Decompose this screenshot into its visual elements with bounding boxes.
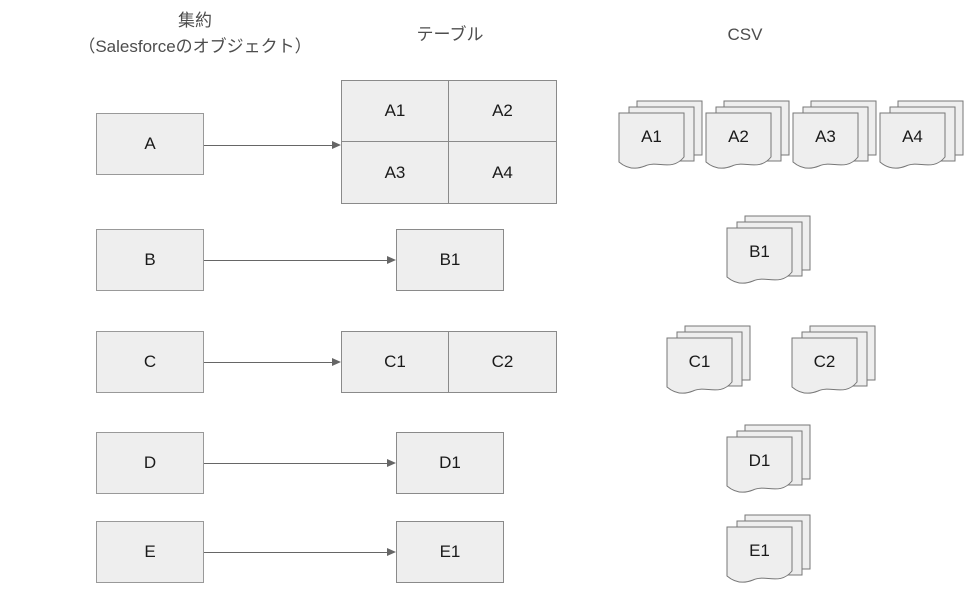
object-box-b-label: B (144, 250, 156, 269)
arrow-e-head (387, 547, 396, 556)
table-e-cell-e1: E1 (397, 522, 503, 582)
column-header-aggregate-line1: 集約 (178, 11, 212, 30)
arrow-c-head (332, 357, 341, 366)
table-b: B1 (396, 229, 504, 291)
table-c-cell-c2: C2 (449, 332, 556, 392)
arrow-b-head (387, 255, 396, 264)
csv-stack-c2[interactable]: C2 (790, 325, 876, 397)
csv-stack-a2-icon (705, 100, 790, 169)
column-header-table: テーブル (416, 25, 484, 44)
arrow-e-shaft (204, 551, 387, 553)
arrow-a-to-table (204, 137, 341, 153)
csv-stack-b1[interactable]: B1 (725, 215, 811, 287)
csv-stack-e1[interactable]: E1 (725, 514, 811, 586)
table-e: E1 (396, 521, 504, 583)
table-a: A1 A2 A3 A4 (341, 80, 557, 204)
column-header-aggregate: 集約 （Salesforceのオブジェクト） (15, 8, 375, 60)
table-b-cell-b1: B1 (397, 230, 503, 290)
table-a-cell-a3: A3 (342, 142, 449, 203)
csv-stack-b1-icon (726, 215, 811, 284)
object-box-c[interactable]: C (96, 331, 204, 393)
csv-stack-a3[interactable]: A3 (791, 100, 877, 172)
object-box-b[interactable]: B (96, 229, 204, 291)
csv-stack-a4-icon (879, 100, 964, 169)
table-a-cell-a1: A1 (342, 81, 449, 142)
arrow-a-shaft (204, 144, 332, 146)
table-d-cell-d1: D1 (397, 433, 503, 493)
arrow-d-to-table (204, 455, 396, 471)
table-d: D1 (396, 432, 504, 494)
object-box-e[interactable]: E (96, 521, 204, 583)
csv-stack-a3-icon (792, 100, 877, 169)
arrow-c-shaft (204, 361, 332, 363)
arrow-b-shaft (204, 259, 387, 261)
object-box-a-label: A (144, 134, 156, 153)
arrow-d-head (387, 458, 396, 467)
csv-stack-d1-icon (726, 424, 811, 493)
arrow-e-to-table (204, 544, 396, 560)
object-box-e-label: E (144, 542, 156, 561)
object-box-c-label: C (143, 352, 157, 371)
arrow-a-head (332, 140, 341, 149)
column-header-csv: CSV (727, 25, 763, 44)
table-c: C1 C2 (341, 331, 557, 393)
csv-stack-a1-icon (618, 100, 703, 169)
arrow-c-to-table (204, 354, 341, 370)
table-c-cell-c1: C1 (342, 332, 449, 392)
table-a-cell-a4: A4 (449, 142, 556, 203)
csv-stack-a2[interactable]: A2 (704, 100, 790, 172)
csv-stack-a4[interactable]: A4 (878, 100, 964, 172)
object-box-d-label: D (143, 453, 157, 472)
arrow-b-to-table (204, 252, 396, 268)
csv-stack-c2-icon (791, 325, 876, 394)
csv-stack-c1-icon (666, 325, 751, 394)
csv-stack-e1-icon (726, 514, 811, 583)
object-box-a[interactable]: A (96, 113, 204, 175)
csv-stack-c1[interactable]: C1 (665, 325, 751, 397)
arrow-d-shaft (204, 462, 387, 464)
csv-stack-a1[interactable]: A1 (617, 100, 703, 172)
object-box-d[interactable]: D (96, 432, 204, 494)
column-header-aggregate-line2: （Salesforceのオブジェクト） (78, 37, 312, 56)
csv-stack-d1[interactable]: D1 (725, 424, 811, 496)
table-a-cell-a2: A2 (449, 81, 556, 142)
